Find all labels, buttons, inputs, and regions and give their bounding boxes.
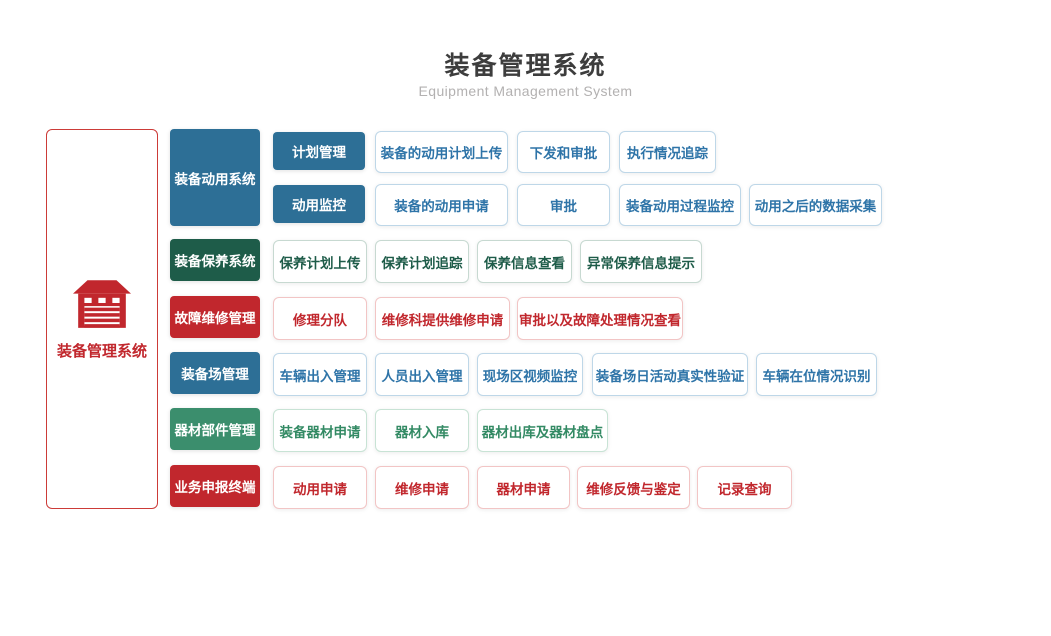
leaf-node: 审批以及故障处理情况查看 bbox=[517, 297, 683, 340]
leaf-node: 器材出库及器材盘点 bbox=[477, 409, 608, 452]
category-equipment-maintenance-system: 装备保养系统 bbox=[170, 239, 260, 281]
category-fault-repair-management: 故障维修管理 bbox=[170, 296, 260, 338]
leaf-node: 装备的动用计划上传 bbox=[375, 131, 508, 173]
category-equipment-deployment-system: 装备动用系统 bbox=[170, 129, 260, 226]
leaf-node: 维修反馈与鉴定 bbox=[577, 466, 690, 509]
leaf-node: 装备的动用申请 bbox=[375, 184, 508, 226]
leaf-node: 执行情况追踪 bbox=[619, 131, 716, 173]
leaf-node: 装备场日活动真实性验证 bbox=[592, 353, 748, 396]
leaf-node: 装备器材申请 bbox=[273, 409, 367, 452]
leaf-node: 保养计划追踪 bbox=[375, 240, 469, 283]
leaf-node: 车辆在位情况识别 bbox=[756, 353, 877, 396]
leaf-node: 记录查询 bbox=[697, 466, 792, 509]
leaf-node: 装备动用过程监控 bbox=[619, 184, 741, 226]
leaf-node: 人员出入管理 bbox=[375, 353, 469, 396]
leaf-node: 器材申请 bbox=[477, 466, 570, 509]
leaf-node: 动用申请 bbox=[273, 466, 367, 509]
root-node: 装备管理系统 bbox=[46, 129, 158, 509]
leaf-node: 保养信息查看 bbox=[477, 240, 572, 283]
leaf-node: 车辆出入管理 bbox=[273, 353, 367, 396]
category-materials-parts-management: 器材部件管理 bbox=[170, 408, 260, 450]
page-title: 装备管理系统 bbox=[444, 52, 607, 80]
category-business-declaration-terminal: 业务申报终端 bbox=[170, 465, 260, 507]
root-node-label: 装备管理系统 bbox=[56, 342, 147, 360]
leaf-node: 动用之后的数据采集 bbox=[749, 184, 882, 226]
leaf-node: 异常保养信息提示 bbox=[580, 240, 702, 283]
leaf-node: 维修科提供维修申请 bbox=[375, 297, 510, 340]
leaf-node: 器材入库 bbox=[375, 409, 469, 452]
leaf-node: 下发和审批 bbox=[517, 131, 610, 173]
leaf-node: 保养计划上传 bbox=[273, 240, 367, 283]
leaf-node: 现场区视频监控 bbox=[477, 353, 583, 396]
category-equipment-yard-management: 装备场管理 bbox=[170, 352, 260, 394]
warehouse-icon bbox=[73, 279, 131, 328]
leaf-node: 维修申请 bbox=[375, 466, 469, 509]
page-subtitle: Equipment Management System bbox=[418, 83, 633, 99]
subcategory-plan-management: 计划管理 bbox=[273, 132, 365, 170]
subcategory-deployment-monitoring: 动用监控 bbox=[273, 185, 365, 223]
leaf-node: 审批 bbox=[517, 184, 610, 226]
leaf-node: 修理分队 bbox=[273, 297, 367, 340]
